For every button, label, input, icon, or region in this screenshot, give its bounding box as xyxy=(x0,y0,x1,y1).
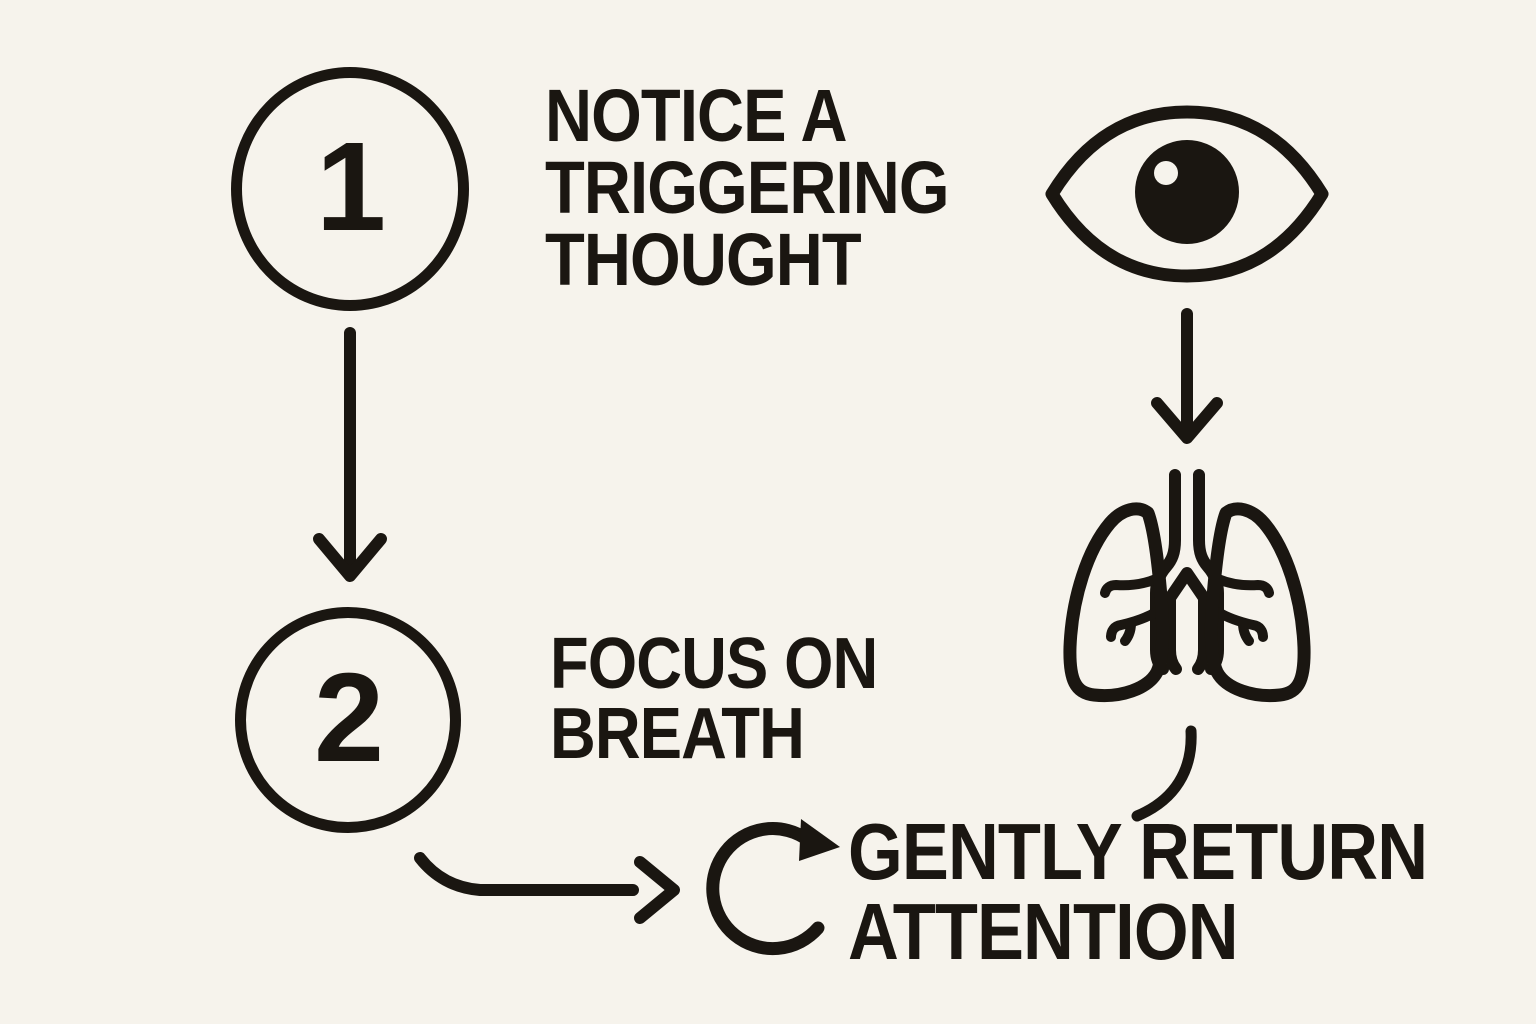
eye-icon xyxy=(1045,105,1329,283)
step2-number-badge: 2 xyxy=(235,607,461,833)
step2-number: 2 xyxy=(313,647,384,788)
lungs-to-label-connector xyxy=(1131,725,1197,822)
step1-number: 1 xyxy=(315,116,386,257)
step2-to-loop-arrow xyxy=(414,852,680,924)
loop-label: GENTLY RETURN ATTENTION xyxy=(848,807,1428,976)
step1-number-badge: 1 xyxy=(231,67,469,311)
step1-to-step2-arrow xyxy=(313,327,387,582)
step1-label: NOTICE A TRIGGERING THOUGHT xyxy=(545,74,950,301)
eye-to-lungs-arrow xyxy=(1151,308,1223,444)
loop-arrow-icon xyxy=(706,819,840,956)
step2-label: FOCUS ON BREATH xyxy=(550,624,878,774)
lungs-icon xyxy=(1063,469,1311,703)
